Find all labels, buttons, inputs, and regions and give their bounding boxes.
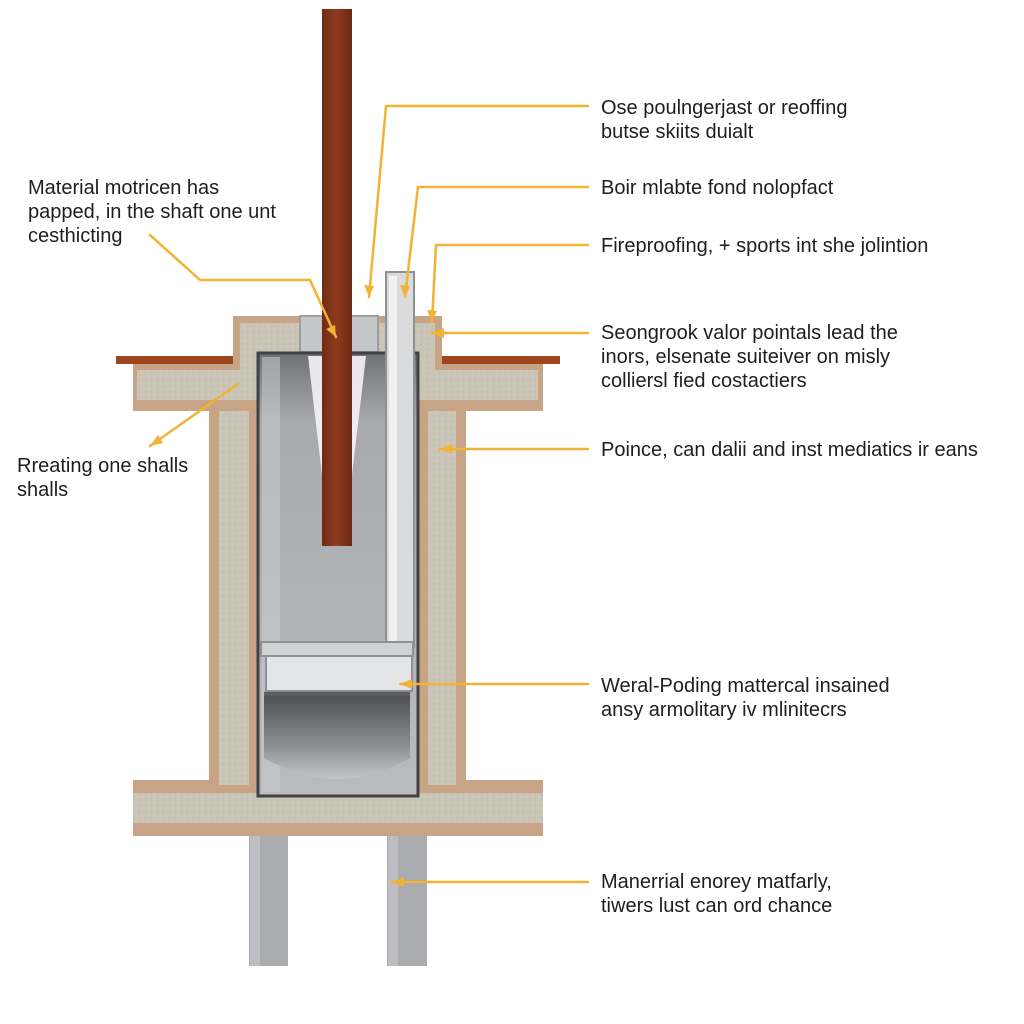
callout-line: Ose poulngerjast or reoffing <box>601 97 848 119</box>
roof-flashing-left <box>116 356 234 364</box>
collection-bowl <box>264 692 410 779</box>
callout-line: Boir mlabte fond nolopfact <box>601 177 834 199</box>
callout-line: tiwers lust can ord chance <box>601 895 833 917</box>
leader-line-3 <box>430 243 590 324</box>
leader-line-8 <box>148 233 338 339</box>
leader-arrowhead <box>150 435 163 446</box>
callout-line: Manerrial enorey matfarly, <box>601 871 832 893</box>
bowl-rim <box>265 654 413 692</box>
callout-line: Seongrook valor pointals lead the <box>601 322 898 344</box>
callout-label-5: Poince, can dalii and inst mediatics ir … <box>601 438 978 462</box>
callout-line: shalls <box>17 479 69 501</box>
callout-label-1: Ose poulngerjast or reoffing butse skiit… <box>601 96 847 144</box>
leader-arrowhead <box>364 285 374 297</box>
callout-line: Material motricen has <box>28 177 220 199</box>
callout-line: cesthicting <box>28 225 123 247</box>
leader-line-9 <box>148 382 240 448</box>
callout-line: papped, in the shaft one unt <box>28 201 276 223</box>
callout-label-7: Manerrial enorey matfarly, tiwers lust c… <box>601 870 832 918</box>
leader-line-2 <box>403 185 590 299</box>
callout-label-4: Seongrook valor pointals lead the inors,… <box>601 321 898 393</box>
callout-line: Rreating one shalls <box>17 455 189 477</box>
callout-label-3: Fireproofing, + sports int she jolintion <box>601 234 928 258</box>
callout-label-6: Weral-Poding mattercal insained ansy arm… <box>601 674 890 722</box>
leader-arrowhead <box>400 679 412 689</box>
callout-label-2: Boir mlabte fond nolopfact <box>601 176 833 200</box>
leader-arrowhead <box>392 877 404 887</box>
shelf-plate <box>260 641 414 657</box>
leader-arrowhead <box>400 285 410 297</box>
callout-line: Fireproofing, + sports int she jolintion <box>601 235 929 257</box>
callout-label-left-1: Material motricen has papped, in the sha… <box>28 176 276 248</box>
leader-arrowhead <box>427 310 437 322</box>
callout-line: Weral-Poding mattercal insained <box>601 675 890 697</box>
leader-lines <box>148 104 590 884</box>
leader-line-1 <box>367 104 590 299</box>
callout-line: butse skiits duialt <box>601 121 754 143</box>
leader-arrowheads <box>150 285 452 887</box>
vertical-pipe <box>322 9 352 546</box>
leader-arrowhead <box>432 328 444 338</box>
callout-line: Poince, can dalii and inst mediatics ir … <box>601 439 978 461</box>
callout-line: colliersl fied costactiers <box>601 370 807 392</box>
leader-arrowhead <box>440 444 452 454</box>
callout-line: inors, elsenate suiteiver on misly <box>601 346 891 368</box>
callout-line: ansy armolitary iv mlinitecrs <box>601 699 847 721</box>
callout-label-left-2: Rreating one shalls shalls <box>17 454 188 502</box>
roof-flashing-right <box>440 356 560 364</box>
leader-arrowhead <box>326 325 336 337</box>
